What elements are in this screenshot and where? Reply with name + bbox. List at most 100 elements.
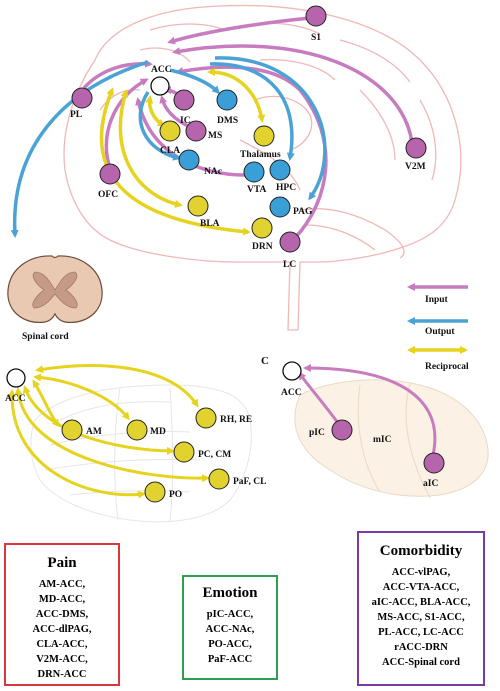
arrow-acc-pc <box>22 385 175 455</box>
label-hpc: HPC <box>276 183 296 193</box>
panel-b-arrows <box>7 364 210 499</box>
pain-item: V2M-ACC, <box>36 654 88 665</box>
node-lc <box>279 231 301 253</box>
comorbidity-box: Comorbidity ACC-vlPAG, ACC-VTA-ACC, aIC-… <box>357 531 485 686</box>
label-md: MD <box>150 427 166 437</box>
label-aic: aIC <box>423 479 438 489</box>
emotion-item: PaF-ACC <box>207 654 253 665</box>
label-acc: ACC <box>151 65 172 75</box>
node-cla <box>159 120 181 142</box>
arrow-v2m-acc <box>172 44 414 143</box>
label-c-acc: ACC <box>281 388 302 398</box>
node-rh-re <box>195 407 217 429</box>
label-po: PO <box>169 490 182 500</box>
node-ms <box>185 120 207 142</box>
panel-c-arrows <box>298 364 437 456</box>
emotion-title: Emotion <box>202 585 258 601</box>
reciprocal-arrows <box>99 68 266 236</box>
node-md <box>126 419 148 441</box>
node-pic <box>331 419 353 441</box>
panel-a-nodes <box>71 5 427 253</box>
pain-title: Pain <box>47 555 77 571</box>
label-cla: CLA <box>160 146 180 156</box>
insula-outline <box>294 379 489 499</box>
comorbidity-item: PL-ACC, LC-ACC <box>378 627 464 638</box>
legend-input-label: Input <box>425 295 449 305</box>
label-bla: BLA <box>200 219 220 229</box>
panel-c-letter: C <box>261 355 269 367</box>
comorbidity-item: MS-ACC, S1-ACC, <box>377 612 465 623</box>
brain-outline <box>63 4 462 331</box>
label-rh-re: RH, RE <box>220 415 252 425</box>
comorbidity-item: ACC-Spinal cord <box>382 657 460 668</box>
node-ic <box>173 89 195 111</box>
node-drn <box>251 217 273 239</box>
node-ofc <box>99 163 121 185</box>
panel-b-labels: ACC AM MD RH, RE PC, CM PaF, CL PO <box>5 394 266 500</box>
node-bla <box>187 195 209 217</box>
legend-reciprocal-label: Reciprocal <box>425 362 469 372</box>
emotion-box: Emotion pIC-ACC, ACC-NAc, PO-ACC, PaF-AC… <box>182 575 278 680</box>
comorbidity-title: Comorbidity <box>379 543 463 559</box>
emotion-item: pIC-ACC, <box>206 609 254 620</box>
label-pag: PAG <box>293 207 313 217</box>
pain-box: Pain AM-ACC, MD-ACC, ACC-DMS, ACC-dlPAG,… <box>4 543 120 686</box>
label-pc-cm: PC, CM <box>198 450 231 460</box>
arrow-acc-pag <box>214 56 327 201</box>
node-pc-cm <box>173 441 195 463</box>
arrow-acc-spinal <box>10 60 149 238</box>
node-s1 <box>305 5 327 27</box>
node-am <box>61 419 83 441</box>
spinal-cord-icon <box>7 255 103 324</box>
arrow-acc-cla <box>145 95 166 127</box>
arrow-acc-thalamus <box>207 68 266 123</box>
node-b-acc <box>6 368 26 388</box>
pain-item: CLA-ACC, <box>36 639 88 650</box>
label-nac: NAc <box>204 167 222 177</box>
label-spinal-cord: Spinal cord <box>22 332 69 342</box>
arrow-acc-hpc <box>209 62 295 161</box>
input-arrows <box>82 16 414 240</box>
node-thalamus <box>253 125 275 147</box>
label-ic: IC <box>180 116 191 126</box>
arrow-acc-po <box>7 389 146 499</box>
node-pl <box>71 87 93 109</box>
arrow-acc-am <box>32 379 60 428</box>
label-lc: LC <box>283 260 296 270</box>
node-v2m <box>405 137 427 159</box>
comorbidity-item: rACC-DRN <box>394 642 448 653</box>
label-v2m: V2M <box>405 162 426 172</box>
arrow-acc-drn <box>99 87 251 236</box>
label-am: AM <box>86 427 102 437</box>
arrow-aic-acc <box>303 364 437 456</box>
panel-b-nodes <box>6 368 230 503</box>
arrow-s1-acc <box>167 16 311 45</box>
label-ofc: OFC <box>98 190 118 200</box>
comorbidity-item: ACC-VTA-ACC, <box>382 582 460 593</box>
node-aic <box>423 452 445 474</box>
node-hpc <box>269 159 291 181</box>
label-paf-cl: PaF, CL <box>233 477 266 487</box>
pain-item: DRN-ACC <box>37 669 87 680</box>
label-b-acc: ACC <box>5 394 26 404</box>
label-vta: VTA <box>247 185 266 195</box>
label-pl: PL <box>70 110 82 120</box>
label-mic: mIC <box>373 435 392 445</box>
label-drn: DRN <box>252 242 273 252</box>
node-vta <box>243 161 265 183</box>
pain-item: MD-ACC, <box>38 594 86 605</box>
comorbidity-item: ACC-vlPAG, <box>391 567 451 578</box>
panel-a-labels: ACC S1 PL IC DMS MS CLA Thalamus NAc VTA… <box>70 33 426 270</box>
pain-item: AM-ACC, <box>38 579 86 590</box>
arrow-pic-acc <box>298 371 340 424</box>
pain-item: ACC-dlPAG, <box>32 624 92 635</box>
label-dms: DMS <box>217 116 238 126</box>
legend <box>407 283 468 354</box>
node-po <box>144 481 166 503</box>
node-acc <box>150 76 170 96</box>
emotion-item: ACC-NAc, <box>205 624 255 635</box>
legend-output-label: Output <box>425 327 455 337</box>
emotion-item: PO-ACC, <box>208 639 252 650</box>
node-dms <box>216 89 238 111</box>
